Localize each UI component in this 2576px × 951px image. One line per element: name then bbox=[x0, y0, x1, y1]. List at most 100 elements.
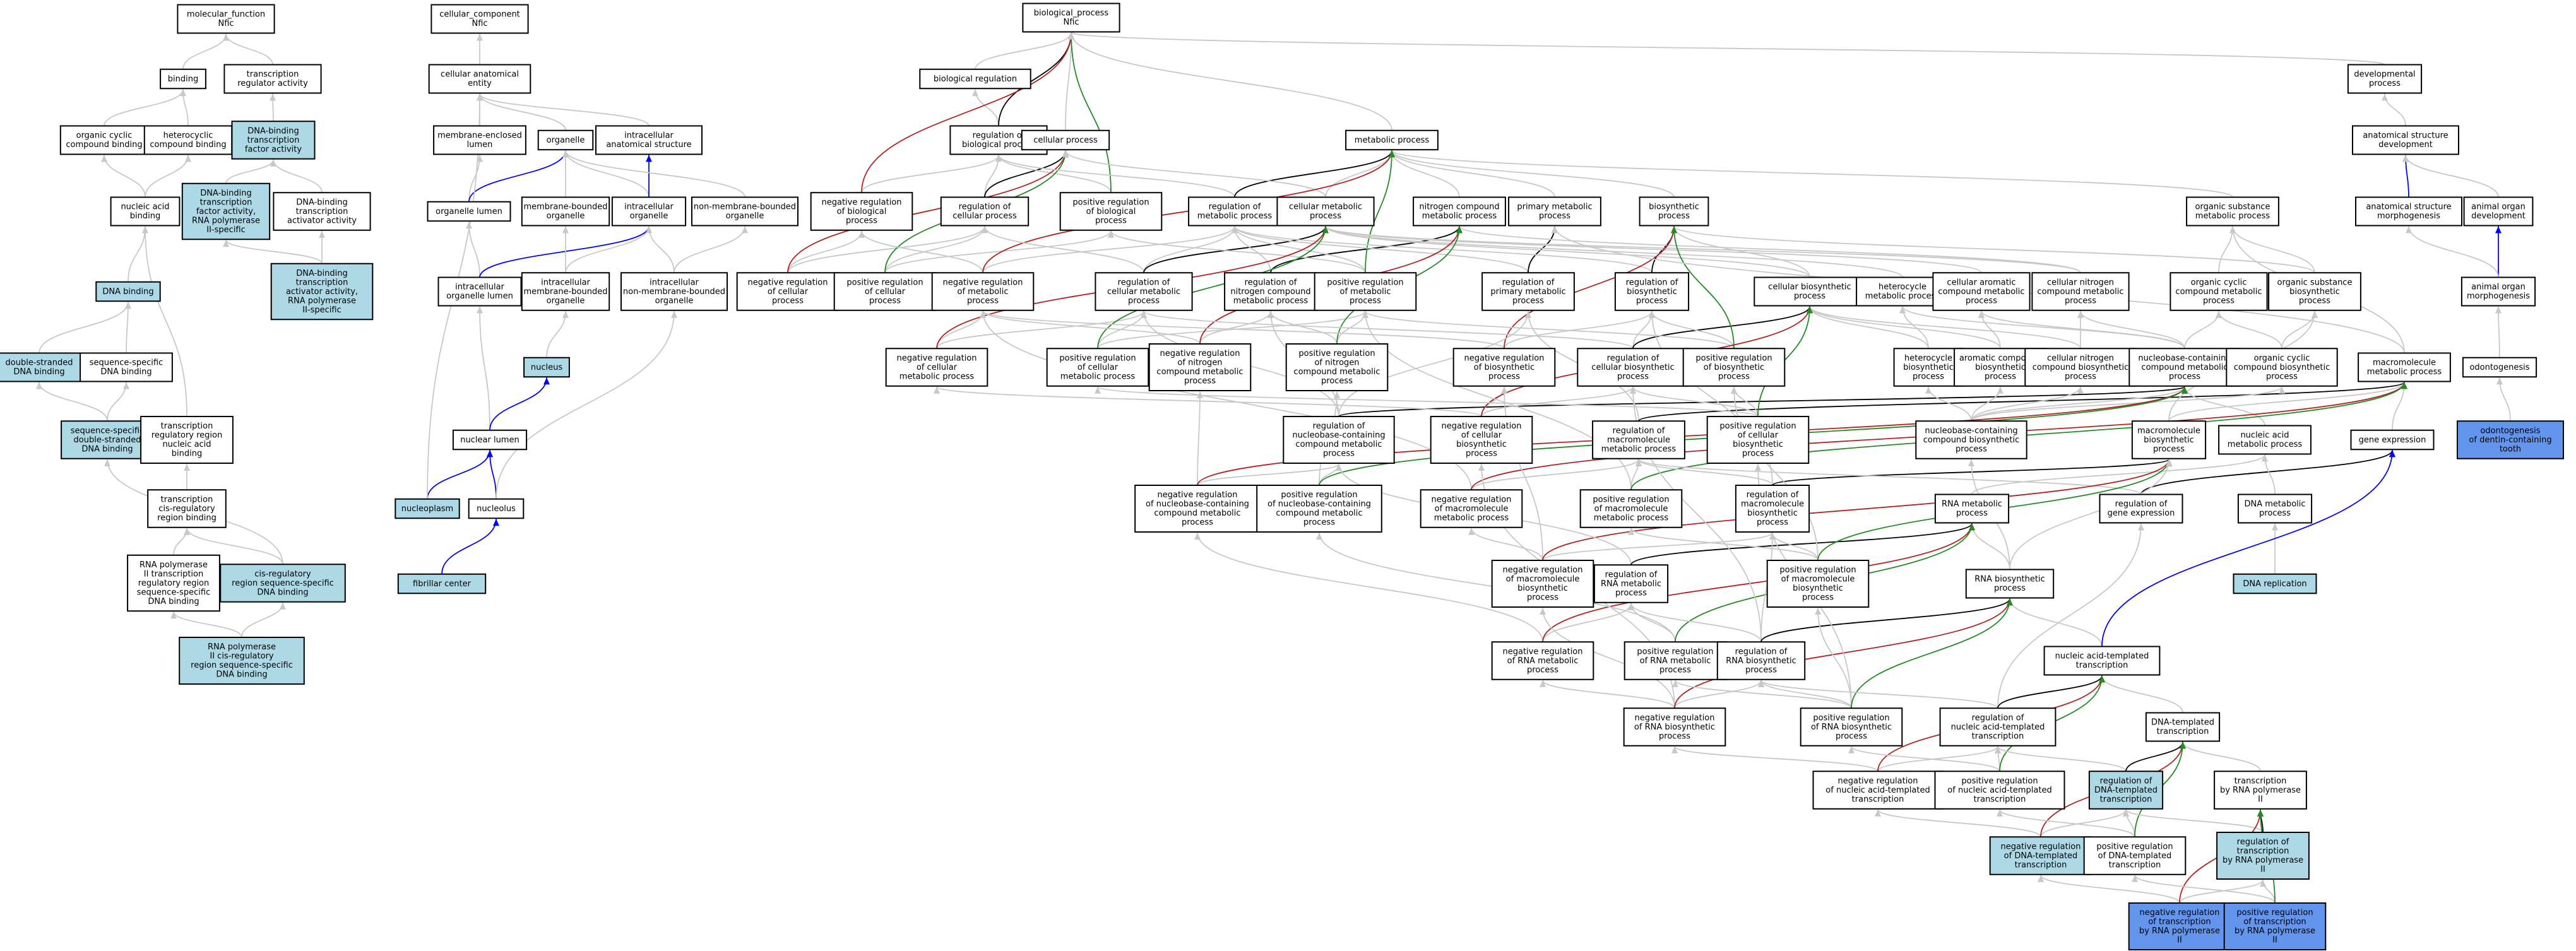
term-node-odonto[interactable]: odontogenesis bbox=[2462, 357, 2537, 378]
term-box[interactable] bbox=[2226, 348, 2338, 387]
term-box[interactable] bbox=[2128, 902, 2231, 950]
term-box[interactable] bbox=[1345, 129, 1439, 151]
term-box[interactable] bbox=[1022, 3, 1120, 33]
term-box[interactable] bbox=[1915, 420, 2027, 459]
term-box[interactable] bbox=[2347, 64, 2423, 94]
term-node-mp[interactable]: metabolic process bbox=[1345, 129, 1439, 151]
term-box[interactable] bbox=[691, 196, 798, 227]
term-box[interactable] bbox=[95, 281, 161, 302]
term-box[interactable] bbox=[2145, 712, 2221, 742]
term-box[interactable] bbox=[2457, 420, 2564, 459]
term-box[interactable] bbox=[1420, 489, 1523, 528]
term-node-fibc[interactable]: fibrillar center bbox=[397, 573, 487, 594]
term-box[interactable] bbox=[1491, 641, 1594, 680]
term-box[interactable] bbox=[2268, 272, 2361, 311]
term-box[interactable] bbox=[1046, 348, 1149, 387]
term-box[interactable] bbox=[0, 352, 81, 382]
term-box[interactable] bbox=[127, 554, 220, 612]
term-box[interactable] bbox=[437, 276, 522, 307]
term-box[interactable] bbox=[179, 637, 305, 685]
term-box[interactable] bbox=[1812, 771, 1944, 810]
term-box[interactable] bbox=[1754, 276, 1866, 307]
term-box[interactable] bbox=[620, 272, 728, 311]
term-box[interactable] bbox=[2218, 425, 2312, 455]
term-box[interactable] bbox=[736, 272, 840, 311]
term-box[interactable] bbox=[273, 192, 371, 231]
term-node-cp[interactable]: cellular process bbox=[1021, 129, 1110, 151]
term-box[interactable] bbox=[1593, 564, 1669, 603]
term-box[interactable] bbox=[1706, 416, 1810, 464]
term-box[interactable] bbox=[2355, 196, 2462, 227]
term-box[interactable] bbox=[1452, 348, 1556, 387]
term-box[interactable] bbox=[181, 182, 271, 240]
term-box[interactable] bbox=[1276, 196, 1375, 227]
term-node-breg[interactable]: biological regulation bbox=[919, 68, 1031, 90]
term-node-ge[interactable]: gene expression bbox=[2350, 429, 2435, 451]
term-box[interactable] bbox=[452, 429, 528, 451]
term-box[interactable] bbox=[1285, 343, 1389, 391]
term-node-binding[interactable]: binding bbox=[160, 68, 206, 90]
term-box[interactable] bbox=[2223, 902, 2327, 950]
term-box[interactable] bbox=[611, 196, 687, 227]
term-node-nucleolus[interactable]: nucleolus bbox=[468, 498, 525, 519]
term-box[interactable] bbox=[1508, 196, 1601, 227]
term-box[interactable] bbox=[1639, 196, 1709, 227]
term-box[interactable] bbox=[177, 4, 275, 34]
term-node-dnarep[interactable]: DNA replication bbox=[2233, 573, 2317, 594]
term-box[interactable] bbox=[1800, 707, 1903, 747]
term-box[interactable] bbox=[1592, 420, 1685, 459]
term-box[interactable] bbox=[433, 125, 526, 155]
term-box[interactable] bbox=[1283, 416, 1395, 464]
term-box[interactable] bbox=[2214, 771, 2307, 810]
term-box[interactable] bbox=[2358, 352, 2451, 382]
term-box[interactable] bbox=[147, 489, 227, 528]
term-box[interactable] bbox=[885, 348, 988, 387]
term-box[interactable] bbox=[61, 420, 154, 459]
